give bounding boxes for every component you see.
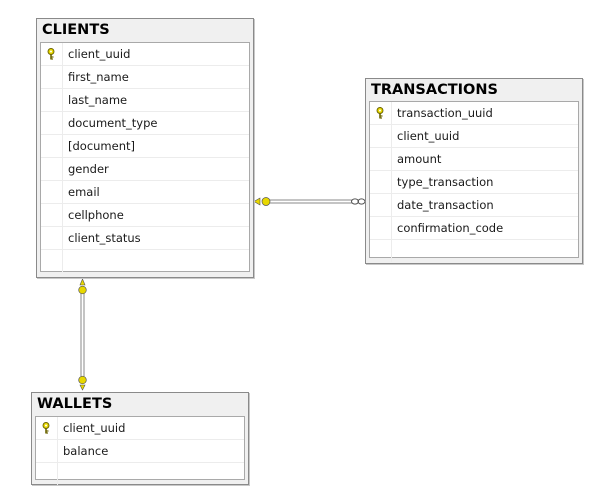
empty-column-row[interactable] xyxy=(41,250,249,273)
key-cell xyxy=(41,204,63,226)
key-cell xyxy=(41,250,63,272)
relationship-one-end-key-icon xyxy=(253,197,271,206)
column-name: first_name xyxy=(68,70,129,84)
column-row[interactable]: client_status xyxy=(41,227,249,250)
column-name: client_uuid xyxy=(63,421,126,435)
column-name: cellphone xyxy=(68,208,124,222)
column-list: transaction_uuid client_uuid amount type… xyxy=(369,101,579,262)
key-cell xyxy=(41,227,63,249)
key-cell xyxy=(370,217,392,239)
column-row[interactable]: client_uuid xyxy=(36,417,244,440)
column-row[interactable]: client_uuid xyxy=(41,43,249,66)
key-cell xyxy=(41,112,63,134)
empty-column-row[interactable] xyxy=(370,240,578,263)
key-cell xyxy=(36,463,58,485)
column-row[interactable]: last_name xyxy=(41,89,249,112)
key-cell xyxy=(41,135,63,157)
key-cell xyxy=(41,66,63,88)
column-name: email xyxy=(68,185,100,199)
relationship-clients-wallets[interactable] xyxy=(80,290,85,376)
column-row[interactable]: type_transaction xyxy=(370,171,578,194)
column-name: balance xyxy=(63,444,109,458)
column-name: amount xyxy=(397,152,442,166)
column-name: last_name xyxy=(68,93,128,107)
column-name: document_type xyxy=(68,116,158,130)
column-name: client_status xyxy=(68,231,141,245)
column-name: transaction_uuid xyxy=(397,106,493,120)
key-cell xyxy=(36,417,58,439)
key-cell xyxy=(41,43,63,65)
key-cell xyxy=(370,240,392,262)
key-cell xyxy=(370,125,392,147)
key-cell xyxy=(370,194,392,216)
column-row[interactable]: document_type xyxy=(41,112,249,135)
relationship-many-end-infinity-icon xyxy=(351,198,366,205)
column-row[interactable]: date_transaction xyxy=(370,194,578,217)
table-transactions[interactable]: TRANSACTIONS transaction_uuid client_uui… xyxy=(365,78,583,264)
column-name: client_uuid xyxy=(397,129,460,143)
key-cell xyxy=(370,148,392,170)
table-wallets[interactable]: WALLETS client_uuid balance xyxy=(31,392,249,485)
table-title: CLIENTS xyxy=(42,22,110,38)
key-cell xyxy=(36,440,58,462)
key-cell xyxy=(370,171,392,193)
column-name: gender xyxy=(68,162,109,176)
column-name: date_transaction xyxy=(397,198,494,212)
column-row[interactable]: confirmation_code xyxy=(370,217,578,240)
relationship-bottom-end-key-icon xyxy=(78,375,87,391)
key-cell xyxy=(370,102,392,124)
column-list: client_uuid first_name last_name documen… xyxy=(40,42,250,272)
table-title: TRANSACTIONS xyxy=(371,82,498,98)
column-row[interactable]: transaction_uuid xyxy=(370,102,578,125)
relationship-clients-transactions[interactable] xyxy=(262,199,352,204)
key-cell xyxy=(41,158,63,180)
empty-column-row[interactable] xyxy=(36,463,244,486)
key-cell xyxy=(41,89,63,111)
column-name: confirmation_code xyxy=(397,221,504,235)
column-row[interactable]: [document] xyxy=(41,135,249,158)
column-row[interactable]: first_name xyxy=(41,66,249,89)
primary-key-icon xyxy=(376,107,384,119)
key-cell xyxy=(41,181,63,203)
table-title: WALLETS xyxy=(37,396,113,412)
column-name: client_uuid xyxy=(68,47,131,61)
column-list: client_uuid balance xyxy=(35,416,245,485)
column-row[interactable]: cellphone xyxy=(41,204,249,227)
column-row[interactable]: amount xyxy=(370,148,578,171)
primary-key-icon xyxy=(47,48,55,60)
relationship-top-end-key-icon xyxy=(78,278,87,295)
column-row[interactable]: balance xyxy=(36,440,244,463)
column-name: [document] xyxy=(68,139,135,153)
column-row[interactable]: gender xyxy=(41,158,249,181)
primary-key-icon xyxy=(42,422,50,434)
column-row[interactable]: client_uuid xyxy=(370,125,578,148)
column-row[interactable]: email xyxy=(41,181,249,204)
column-name: type_transaction xyxy=(397,175,494,189)
table-clients[interactable]: CLIENTS client_uuid first_name last_name xyxy=(36,18,254,278)
